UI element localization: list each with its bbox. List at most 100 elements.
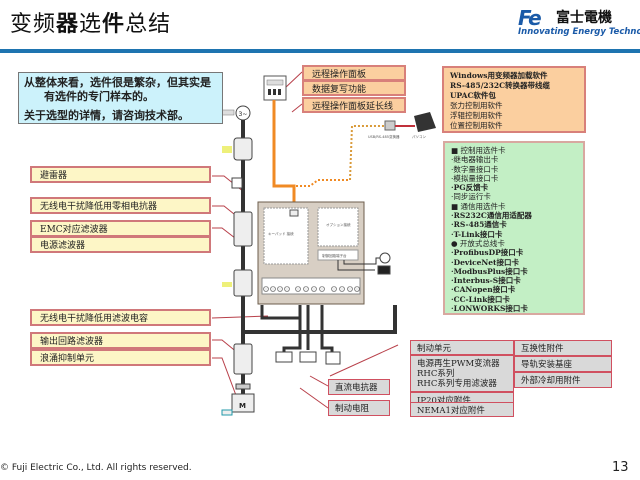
option-slot (317, 207, 359, 247)
usb-converter-icon (384, 120, 396, 131)
software-options-box: Windows用变频器加载软件 RS-485/232C转换器带线缆 UPAC软件… (442, 66, 586, 133)
page-title: 变频器选件总结 (10, 12, 172, 37)
option-output-filter[interactable]: 输出回路滤波器 (30, 332, 211, 349)
page-number: 13 (612, 460, 629, 475)
rs485-cable (349, 125, 385, 181)
brand-logo: Fe 富士電機 Innovating Energy Technology (518, 6, 640, 40)
motor-icon (231, 393, 255, 413)
svg-text:M: M (239, 402, 246, 410)
software-item[interactable]: RS-485/232C转换器带线缆 (450, 81, 551, 90)
option-braking-resistor[interactable]: 制动电阻 (328, 400, 390, 416)
card-item[interactable]: ·数字量接口卡 (451, 164, 499, 174)
card-item[interactable]: ·模拟量接口卡 (451, 173, 499, 183)
leader-line (212, 357, 241, 407)
output-filter-icon (233, 343, 253, 375)
brand-name: 富士電機 (556, 10, 612, 26)
software-item[interactable]: 浮辊控制用软件 (450, 111, 503, 120)
terminal-screws (263, 286, 360, 292)
leader-line (329, 344, 399, 377)
option-panel-extension-cable[interactable]: 远程操作面板延长线 (302, 97, 406, 113)
svg-text:USB/RS-485变换器: USB/RS-485变换器 (368, 134, 400, 139)
intro-line: 关于选型的详情，请咨询技术部。 (24, 109, 189, 122)
leader-lines (211, 71, 399, 409)
card-item[interactable]: ·ModbusPlus接口卡 (451, 266, 528, 276)
card-item[interactable]: ·同步运行卡 (451, 192, 491, 202)
main-power-cable (241, 120, 245, 410)
card-item[interactable]: ·CANopen接口卡 (451, 285, 516, 295)
leader-line (211, 315, 269, 319)
keypad-slot (263, 207, 309, 265)
card-item[interactable]: ·ProfibusDP接口卡 (451, 248, 524, 258)
brand-tagline: Innovating Energy Technology (518, 27, 640, 37)
main-terminal-block (261, 277, 361, 295)
option-pwm-converter[interactable]: 电源再生PWM变流器 RHC系列 RHC系列专用滤波器 (410, 355, 514, 392)
intro-note: 从整体来看，选件很是繁杂，但其实是 有选件的专门样本的。 关于选型的详情，请咨询… (18, 72, 223, 124)
card-item[interactable]: ·Interbus-S接口卡 (451, 276, 521, 286)
option-external-cooling[interactable]: 外部冷却用附件 (514, 372, 612, 388)
card-section-fieldbus: ● 开放式总线卡 (451, 238, 505, 248)
label-tag (222, 282, 232, 287)
option-zero-phase-reactor[interactable]: 无线电干扰降低用零相电抗器 (30, 197, 211, 214)
dc-cable (320, 305, 334, 352)
leader-line (309, 375, 329, 387)
laptop-icon (414, 112, 436, 132)
card-section-control: ■ 控制用选件卡 (451, 146, 506, 155)
copyright: © Fuji Electric Co., Ltd. All rights res… (0, 463, 192, 473)
svg-text:パソコン: パソコン (412, 134, 426, 139)
card-item[interactable]: ·DeviceNet接口卡 (451, 257, 520, 267)
keypad-icon (263, 75, 287, 101)
option-remote-panel[interactable]: 远程操作面板 (302, 65, 406, 81)
contactor-icon (233, 269, 253, 297)
label-tag (221, 109, 235, 116)
software-item[interactable]: UPAC软件包 (450, 91, 496, 100)
frequency-setter-icon (377, 265, 391, 275)
emc-filter-icon (233, 211, 253, 247)
card-item[interactable]: ·RS-485通信卡 (451, 220, 507, 230)
option-dc-reactor[interactable]: 直流电抗器 (328, 379, 390, 395)
label-tag (221, 409, 233, 416)
option-cards-box: ■ 控制用选件卡 ·继电器输出卡 ·数字量接口卡 ·模拟量接口卡 ·PG反馈卡 … (443, 141, 585, 315)
keypad-cable (272, 100, 296, 210)
option-power-filter[interactable]: 电源滤波器 (30, 236, 211, 253)
svg-text:キーパッド 接続: キーパッド 接続 (268, 231, 294, 236)
card-item[interactable]: ·继电器输出卡 (451, 155, 499, 165)
software-item[interactable]: 位置控制用软件 (450, 121, 503, 130)
card-section-communication: ■ 通信用选件卡 (451, 201, 506, 211)
option-compatibility-accessory[interactable]: 互换性附件 (514, 340, 612, 356)
leader-line (291, 103, 303, 113)
option-data-copy[interactable]: 数据复写功能 (302, 80, 406, 96)
keypad-connector (289, 209, 299, 217)
card-item[interactable]: ·T-Link接口卡 (451, 229, 503, 239)
option-rail-mount-base[interactable]: 导轨安装基座 (514, 356, 612, 372)
intro-line: 有选件的专门样本的。 (44, 90, 154, 103)
card-item[interactable]: ·CC-Link接口卡 (451, 294, 510, 304)
card-item[interactable]: ·PG反馈卡 (451, 183, 489, 193)
software-item[interactable]: 张力控制用软件 (450, 101, 503, 110)
surge-arrester-icon (231, 177, 243, 189)
svg-text:オプション接続: オプション接続 (326, 222, 351, 227)
output-cable (241, 305, 397, 334)
leader-line (284, 71, 303, 89)
svg-text:3~: 3~ (239, 111, 248, 118)
card-item[interactable]: ·RS232C通信用适配器 (451, 211, 532, 221)
option-nema1-accessory[interactable]: NEMA1对应附件 (410, 402, 514, 417)
cable (260, 305, 300, 320)
svg-text:制御回路端子台: 制御回路端子台 (322, 253, 347, 258)
option-surge-suppressor[interactable]: 浪涌抑制单元 (30, 349, 211, 366)
option-emc-filter[interactable]: EMC对应滤波器 (30, 220, 211, 237)
header-divider (0, 49, 640, 53)
braking-resistor-icon (299, 351, 317, 363)
leader-line (299, 387, 329, 409)
label-tag (222, 146, 232, 153)
option-surge-arrester[interactable]: 避雷器 (30, 166, 211, 183)
software-item[interactable]: Windows用变频器加载软件 (450, 71, 548, 80)
breaker-icon (233, 137, 253, 161)
option-braking-unit[interactable]: 制动单元 (410, 340, 514, 355)
intro-line: 从整体来看，选件很是繁杂，但其实是 (24, 76, 211, 89)
usb-cable (296, 179, 350, 187)
option-filter-capacitor[interactable]: 无线电干扰降低用滤波电容 (30, 309, 211, 326)
card-item[interactable]: ·LONWORKS接口卡 (451, 304, 528, 314)
dc-cable (282, 305, 302, 352)
braking-unit-icon (325, 351, 341, 365)
